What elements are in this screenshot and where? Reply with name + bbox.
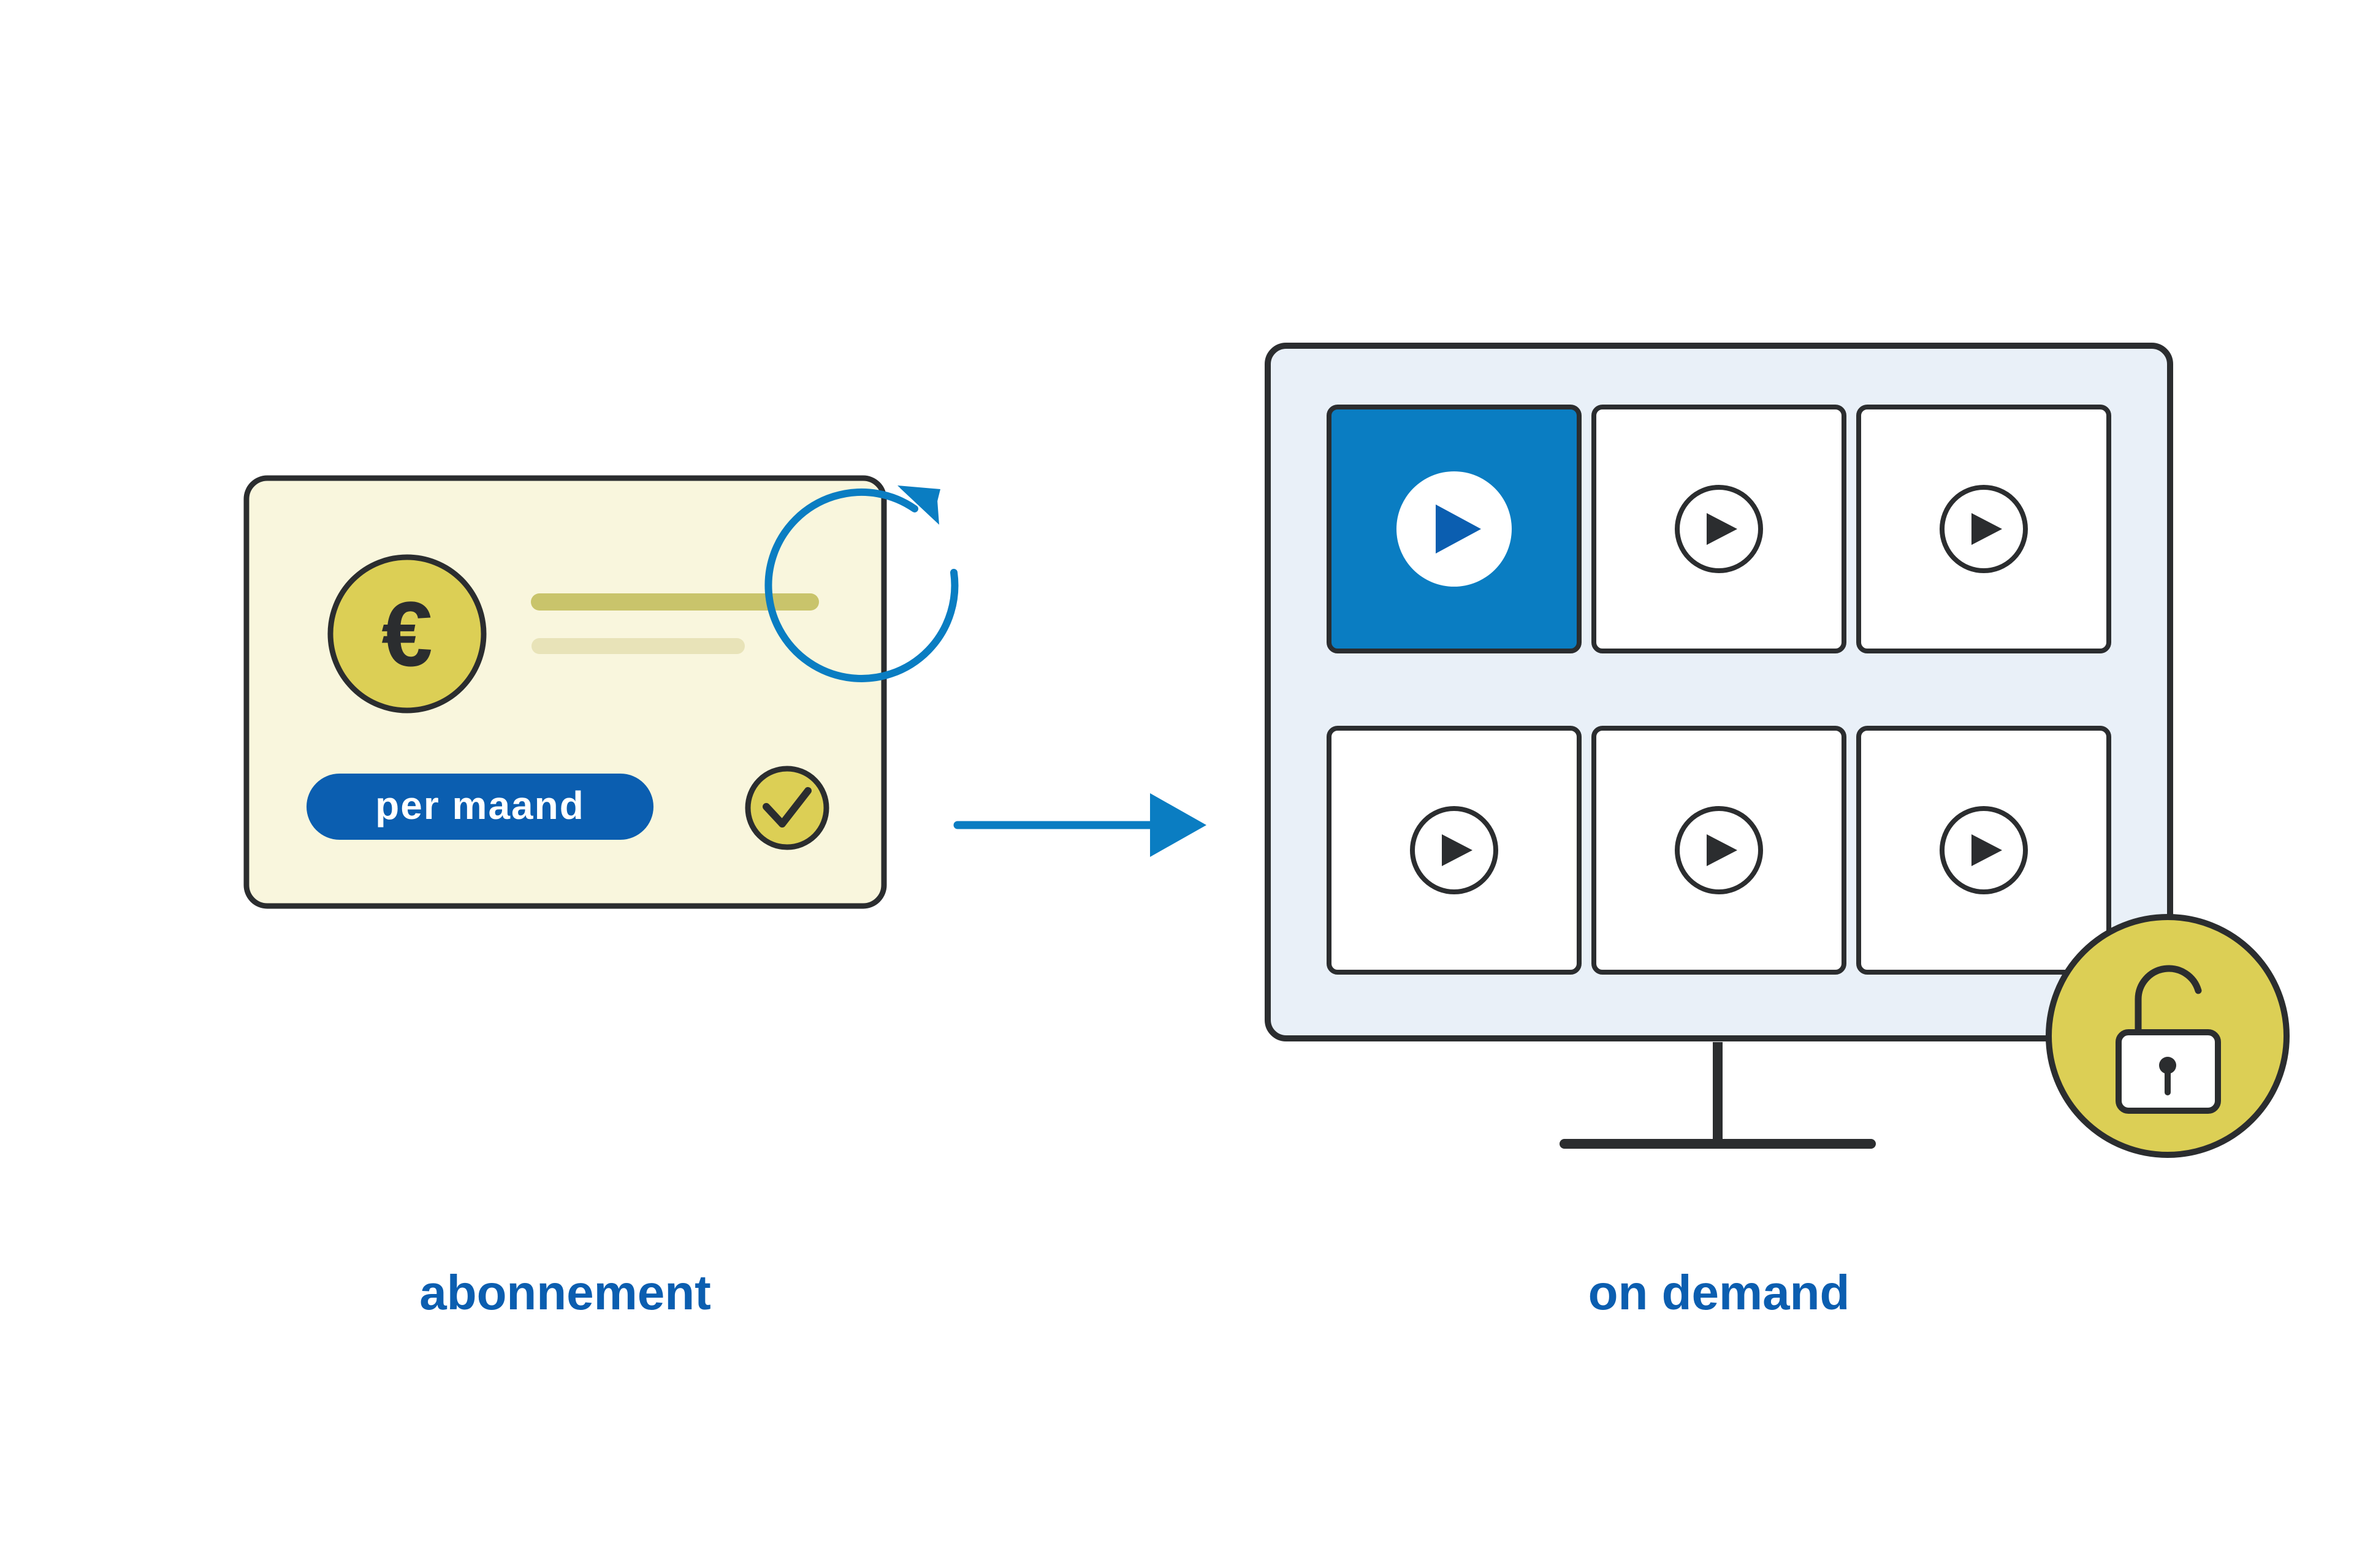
video-tile[interactable] — [1856, 726, 2111, 975]
video-tile[interactable] — [1327, 405, 1582, 653]
play-icon — [1675, 485, 1763, 573]
video-tile[interactable] — [1591, 405, 1846, 653]
flow-arrow-icon — [953, 793, 1206, 857]
video-grid — [1327, 405, 2111, 975]
play-icon — [1940, 806, 2028, 894]
per-month-label: per maand — [375, 783, 585, 828]
play-icon — [1940, 485, 2028, 573]
caption-subscription: abonnement — [419, 1265, 711, 1320]
video-tile[interactable] — [1856, 405, 2111, 653]
video-tile[interactable] — [1327, 726, 1582, 975]
play-icon — [1410, 806, 1498, 894]
check-circle-icon — [745, 766, 829, 850]
video-tile[interactable] — [1591, 726, 1846, 975]
play-icon — [1396, 471, 1512, 587]
currency-symbol: € — [381, 582, 432, 685]
subscription-card: € per maand — [243, 475, 959, 909]
refresh-arrowhead — [900, 488, 939, 525]
caption-on-demand: on demand — [1588, 1265, 1850, 1320]
unlocked-padlock-icon — [2046, 914, 2290, 1158]
play-icon — [1675, 806, 1763, 894]
per-month-badge: per maand — [307, 774, 653, 840]
euro-coin-icon: € — [327, 554, 487, 714]
